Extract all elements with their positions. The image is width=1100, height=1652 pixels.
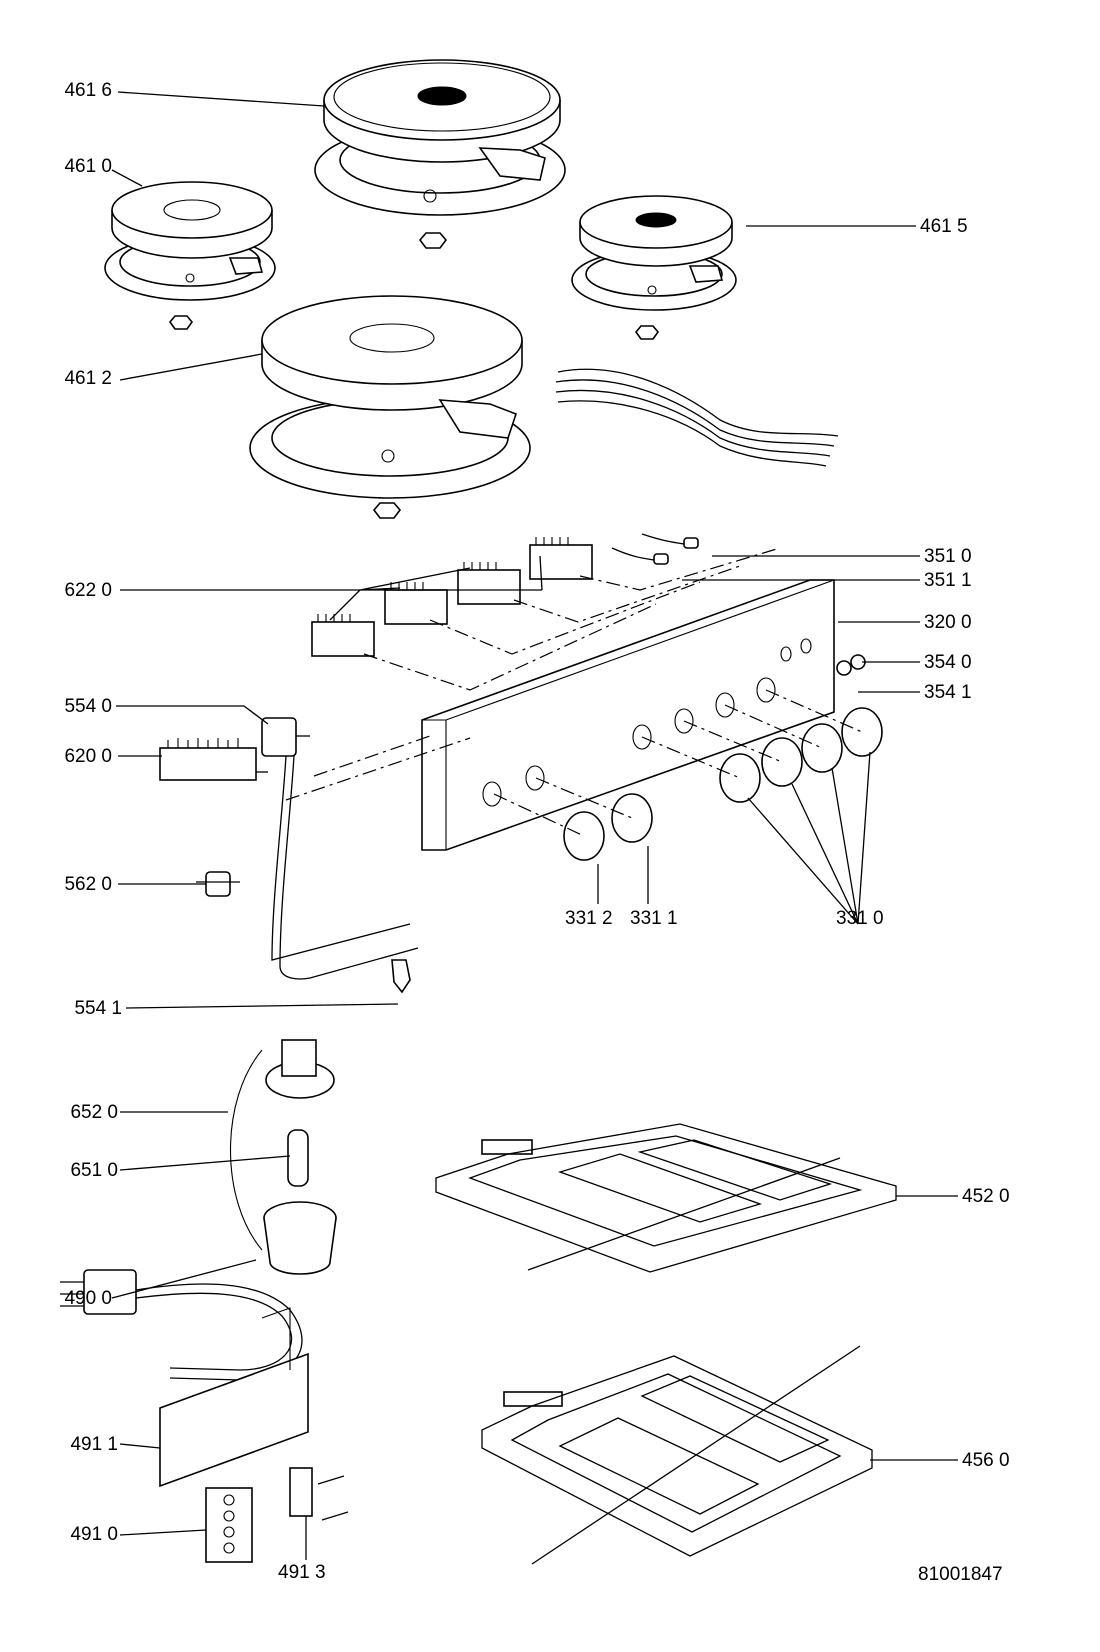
label-351-1: 351 1: [924, 570, 972, 591]
safety-thermostat: [196, 871, 240, 897]
lamp-assembly: [229, 1039, 337, 1275]
label-452-0: 452 0: [962, 1186, 1010, 1207]
label-461-0: 461 0: [64, 156, 112, 177]
knobs: [563, 654, 883, 861]
label-456-0: 456 0: [962, 1450, 1010, 1471]
hotplate-461-5: [571, 195, 737, 340]
hotplate-switches: [311, 537, 593, 657]
thermostat-and-selector: [159, 717, 419, 980]
leader-lines: [111, 91, 958, 1560]
label-652-0: 652 0: [70, 1102, 118, 1123]
indicator-lamps: [611, 533, 699, 565]
label-554-1: 554 1: [74, 998, 122, 1019]
assembly-lines: [285, 547, 863, 837]
label-331-2: 331 2: [565, 908, 613, 929]
wire-harness: [555, 368, 839, 467]
label-354-0: 354 0: [924, 652, 972, 673]
mains-cable: [60, 1269, 303, 1381]
label-491-0: 491 0: [70, 1524, 118, 1545]
label-331-0: 331 0: [836, 908, 884, 929]
label-491-3: 491 3: [278, 1562, 326, 1583]
hotplate-461-6: [314, 59, 566, 249]
label-461-5: 461 5: [920, 216, 968, 237]
label-461-2: 461 2: [64, 368, 112, 389]
bottom-element-456-0: [481, 1345, 873, 1565]
cable-clamp: [159, 1307, 309, 1488]
label-490-0: 490 0: [64, 1288, 112, 1309]
label-554-0: 554 0: [64, 696, 112, 717]
label-320-0: 320 0: [924, 612, 972, 633]
label-351-0: 351 0: [924, 546, 972, 567]
document-number: 81001847: [918, 1564, 1003, 1585]
label-620-0: 620 0: [64, 746, 112, 767]
label-491-1: 491 1: [70, 1434, 118, 1455]
strain-relief: [289, 1467, 349, 1521]
label-331-1: 331 1: [630, 908, 678, 929]
terminal-block: [205, 1487, 253, 1563]
bulb-clip: [391, 959, 411, 994]
label-651-0: 651 0: [70, 1160, 118, 1181]
grill-element-452-0: [435, 1123, 897, 1273]
label-622-0: 622 0: [64, 580, 112, 601]
label-354-1: 354 1: [924, 682, 972, 703]
label-461-6: 461 6: [64, 80, 112, 101]
label-562-0: 562 0: [64, 874, 112, 895]
hotplate-461-0: [104, 181, 276, 330]
hotplate-461-2: [249, 295, 531, 519]
